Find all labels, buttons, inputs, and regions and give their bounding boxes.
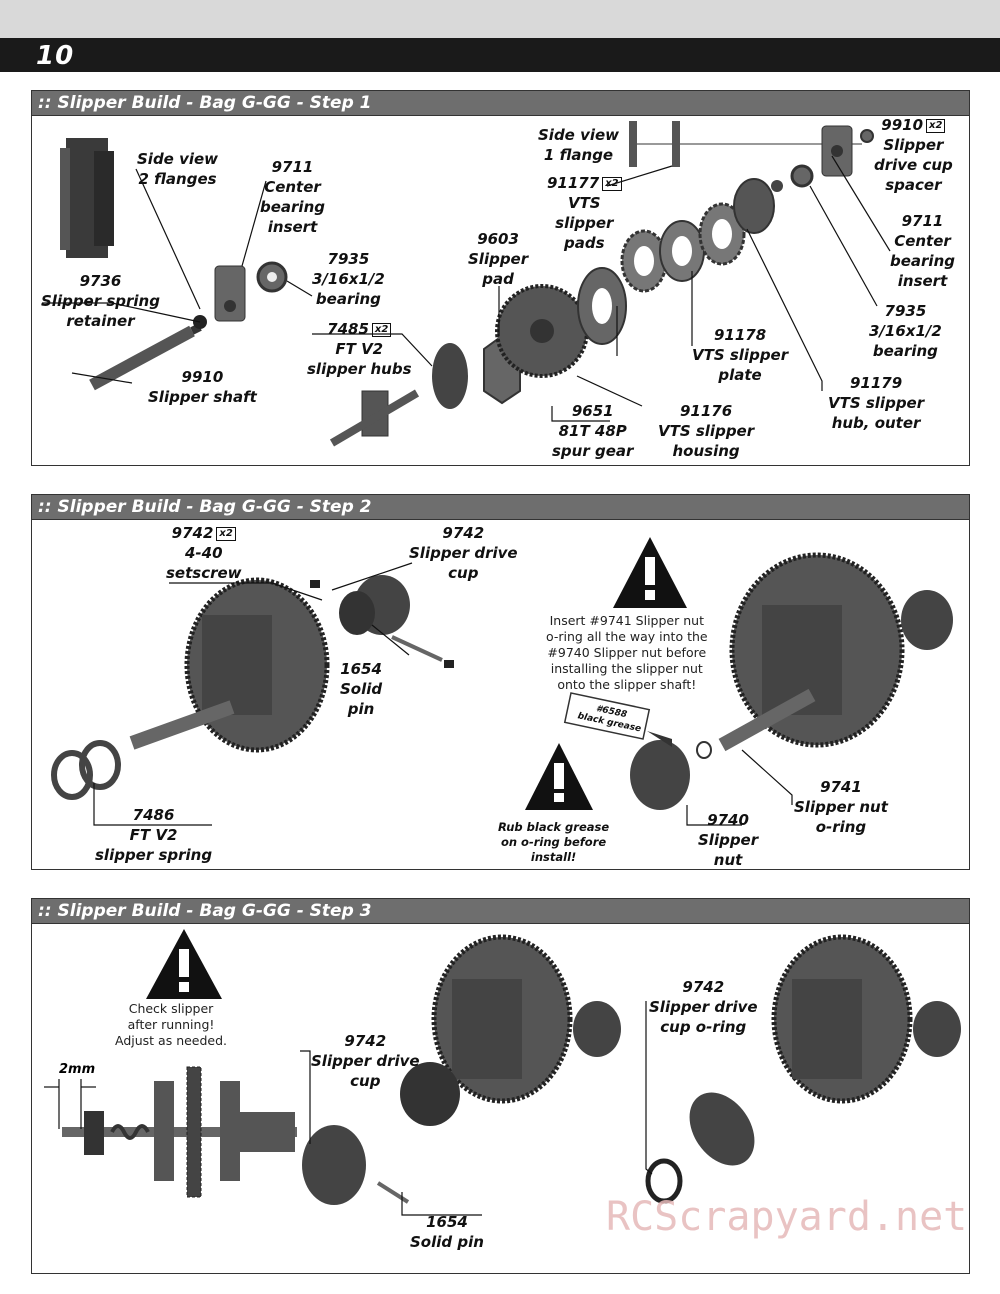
step2-diagram bbox=[51, 537, 953, 826]
step1-panel: :: Slipper Build - Bag G-GG - Step 1 bbox=[31, 90, 970, 466]
top-margin-strip bbox=[0, 0, 1000, 38]
page-header-bar bbox=[0, 38, 1000, 72]
step2-title: :: Slipper Build - Bag G-GG - Step 2 bbox=[38, 497, 372, 517]
step3-panel: :: Slipper Build - Bag G-GG - Step 3 bbox=[31, 898, 970, 1274]
warning-insert-oring-text: Insert #9741 Slipper nut o-ring all the … bbox=[546, 613, 708, 692]
dimension-2mm: 2mm bbox=[59, 1062, 96, 1077]
step3-diagram bbox=[44, 929, 961, 1216]
step2-panel: :: Slipper Build - Bag G-GG - Step 2 bbox=[31, 494, 970, 870]
step1-header: :: Slipper Build - Bag G-GG - Step 1 bbox=[32, 91, 969, 116]
step3-title: :: Slipper Build - Bag G-GG - Step 3 bbox=[38, 901, 372, 921]
step1-title: :: Slipper Build - Bag G-GG - Step 1 bbox=[38, 93, 372, 113]
page-number: 10 bbox=[36, 41, 75, 71]
watermark: RCScrapyard.net bbox=[606, 1194, 968, 1240]
step1-diagram bbox=[42, 121, 891, 447]
step3-header: :: Slipper Build - Bag G-GG - Step 3 bbox=[32, 899, 969, 924]
check-slipper-note: Check slipper after running! Adjust as n… bbox=[115, 1001, 228, 1048]
step2-header: :: Slipper Build - Bag G-GG - Step 2 bbox=[32, 495, 969, 520]
